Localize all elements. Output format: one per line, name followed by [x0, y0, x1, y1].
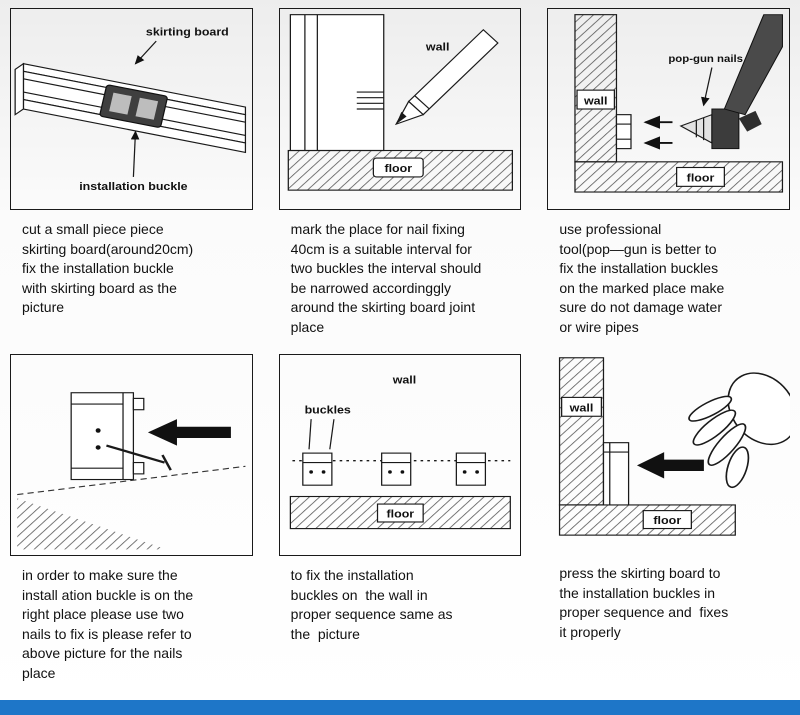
step-4-drawing	[17, 392, 246, 550]
step-4-caption: in order to make sure the install ation …	[22, 567, 194, 681]
nail-icon	[106, 444, 172, 471]
floor-drawing: floor	[289, 495, 511, 530]
step-6-panel: wall floor	[547, 354, 790, 700]
step-5-panel: wall buckles	[278, 354, 522, 700]
nail-gun-icon	[679, 14, 784, 150]
installation-buckle-drawing	[99, 84, 168, 128]
step-1-drawing: skirting board installation buckle	[14, 25, 247, 193]
wall-drawing: wall	[574, 14, 618, 163]
buckle-on-wall-drawing	[616, 114, 632, 150]
step-3-drawing: wall floor	[574, 14, 784, 193]
floor-label: floor	[386, 507, 414, 520]
ground-hatch	[17, 498, 167, 550]
buckle-2-drawing	[380, 452, 411, 486]
wall-boards-drawing	[289, 14, 385, 152]
buckles-leader-lines	[308, 419, 335, 450]
pencil-icon	[394, 28, 499, 126]
step-2-illustration: wall floor	[278, 8, 522, 210]
installation-buckle-label: installation buckle	[79, 180, 188, 193]
arrow-left-icon	[637, 452, 705, 479]
step-4-illustration	[10, 354, 253, 556]
pop-gun-nails-label: pop-gun nails	[669, 53, 744, 64]
wall-label: wall	[425, 40, 450, 53]
floor-label: floor	[384, 162, 412, 175]
step-5-caption: to fix the installation buckles on the w…	[290, 567, 453, 642]
wall-drawing: wall	[559, 357, 605, 506]
step-5-illustration: wall buckles	[278, 354, 522, 556]
skirting-board-arrow-icon	[134, 40, 157, 65]
step-5-drawing: wall buckles	[289, 373, 511, 530]
alignment-dashed-line	[17, 465, 246, 496]
floor-drawing: floor	[559, 504, 737, 536]
floor-label: floor	[687, 171, 715, 184]
step-1-illustration: skirting board installation buckle	[10, 8, 253, 210]
hand-icon	[688, 372, 790, 489]
arrow-left-icons	[643, 115, 673, 150]
floor-label: floor	[654, 513, 682, 526]
step-2-drawing: wall floor	[287, 14, 513, 191]
step-2-panel: wall floor mark the place for nail fixin…	[278, 8, 522, 354]
buckles-label: buckles	[304, 403, 351, 416]
buckle-3-drawing	[455, 452, 486, 486]
step-3-panel: wall floor	[547, 8, 790, 354]
floor-drawing: floor	[574, 161, 784, 193]
wall-label: wall	[569, 401, 594, 414]
skirting-board-label: skirting board	[146, 25, 229, 38]
step-1-caption: cut a small piece piece skirting board(a…	[22, 221, 194, 316]
footer-bar	[0, 700, 800, 715]
wall-label: wall	[391, 373, 416, 386]
step-1-panel: skirting board installation buckle cut a…	[10, 8, 253, 354]
wall-label: wall	[583, 94, 608, 107]
step-6-caption: press the skirting board to the installa…	[559, 565, 729, 640]
step-6-drawing: wall floor	[559, 357, 790, 536]
skirting-profile-drawing	[603, 442, 630, 506]
pop-gun-nails-arrow-icon	[701, 67, 713, 107]
step-2-caption: mark the place for nail fixing 40cm is a…	[290, 221, 482, 335]
floor-drawing: floor	[287, 149, 513, 191]
step-3-caption: use professional tool(pop—gun is better …	[559, 221, 725, 335]
arrow-left-icon	[147, 419, 231, 446]
buckle-drawing	[70, 392, 145, 481]
steps-grid: skirting board installation buckle cut a…	[10, 8, 790, 700]
buckle-1-drawing	[301, 452, 333, 486]
installation-buckle-arrow-icon	[130, 130, 140, 177]
step-4-panel: in order to make sure the install ation …	[10, 354, 253, 700]
step-6-illustration: wall floor	[547, 354, 790, 554]
step-3-illustration: wall floor	[547, 8, 790, 210]
